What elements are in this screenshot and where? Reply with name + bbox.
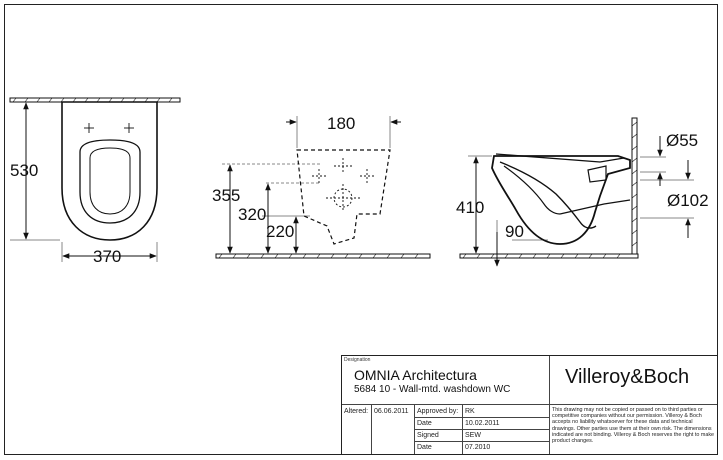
- altered-label: Altered:: [342, 405, 372, 454]
- side-height-dim: 410: [456, 198, 484, 217]
- mid-height-320: 320: [238, 205, 266, 224]
- approved-label: Approved by:: [415, 405, 463, 418]
- mid-width-dim: 180: [327, 114, 355, 133]
- front-view: 530 370: [9, 97, 181, 266]
- front-width-dim: 370: [93, 247, 121, 266]
- mid-height-355: 355: [212, 186, 240, 205]
- side-view: 410 90 Ø55 Ø102: [456, 117, 709, 267]
- fixing-view: 180 355 320 220: [212, 114, 431, 259]
- date-value-2: 07.2010: [463, 442, 550, 454]
- product-name: OMNIA Architectura: [354, 367, 477, 383]
- side-diameter-55: Ø55: [666, 131, 698, 150]
- altered-date: 06.06.2011: [372, 405, 415, 454]
- designation-cell: Designation OMNIA Architectura 5684 10 -…: [342, 356, 550, 405]
- side-depth-dim: 90: [505, 222, 524, 241]
- side-diameter-102: Ø102: [667, 191, 709, 210]
- disclaimer-text: This drawing may not be copied or passed…: [552, 407, 715, 445]
- designation-label: Designation: [344, 357, 371, 363]
- signed-label: Signed: [415, 430, 463, 442]
- brand-cell: Villeroy&Boch: [550, 356, 717, 405]
- front-height-dim: 530: [10, 161, 38, 180]
- title-block: Designation OMNIA Architectura 5684 10 -…: [341, 355, 718, 455]
- date-label-1: Date: [415, 418, 463, 430]
- date-label-2: Date: [415, 442, 463, 454]
- date-value-1: 10.02.2011: [463, 418, 550, 430]
- product-description: 5684 10 - Wall-mtd. washdown WC: [354, 384, 511, 395]
- signed-value: SEW: [463, 430, 550, 442]
- brand-logo: Villeroy&Boch: [565, 366, 690, 388]
- mid-height-220: 220: [266, 222, 294, 241]
- approved-value: RK: [463, 405, 550, 418]
